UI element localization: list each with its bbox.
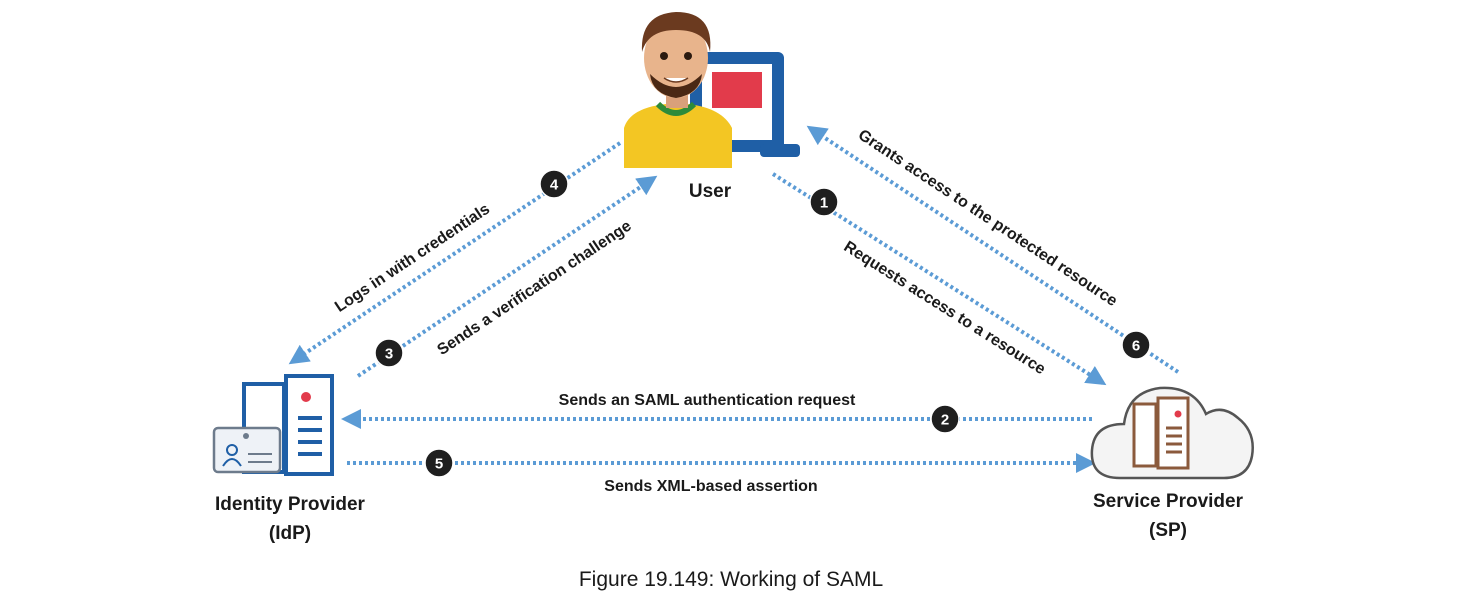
identity-provider-icon (212, 374, 334, 476)
user-label: User (689, 181, 732, 202)
step-2-badge: 2 (930, 404, 960, 434)
figure-caption: Figure 19.149: Working of SAML (578, 568, 884, 591)
step-1-number: 1 (820, 195, 828, 212)
step-5-number: 5 (435, 456, 443, 473)
arrow-step-6 (806, 125, 1180, 374)
step-1-label: Requests access to a resource (841, 238, 1049, 378)
step-4-label: Logs in with credentials (332, 201, 493, 316)
step-6-badge: 6 (1121, 330, 1151, 360)
saml-diagram: User Identity Provider (IdP) Service Pro… (212, 12, 1254, 544)
step-5-label: Sends XML-based assertion (604, 478, 817, 495)
step-3-badge: 3 (374, 338, 404, 368)
step-6-number: 6 (1132, 338, 1140, 355)
arrow-step-3 (356, 175, 658, 378)
step-5-badge: 5 (424, 448, 454, 478)
step-4-number: 4 (550, 177, 559, 194)
idp-label-line2: (IdP) (269, 523, 311, 544)
sp-label-line1: Service Provider (1093, 491, 1244, 512)
arrow-step-4 (288, 141, 622, 365)
step-3-number: 3 (385, 346, 393, 363)
sp-label-line2: (SP) (1149, 520, 1187, 541)
step-2-label: Sends an SAML authentication request (559, 392, 856, 409)
arrow-step-1 (771, 172, 1107, 386)
service-provider-icon (1090, 386, 1254, 480)
step-2-number: 2 (941, 412, 949, 429)
step-4-badge: 4 (539, 169, 569, 199)
step-3-label: Sends a verification challenge (434, 217, 634, 358)
step-1-badge: 1 (809, 187, 839, 217)
idp-label-line1: Identity Provider (215, 494, 366, 515)
user-icon (624, 12, 800, 168)
arrows (288, 125, 1180, 473)
